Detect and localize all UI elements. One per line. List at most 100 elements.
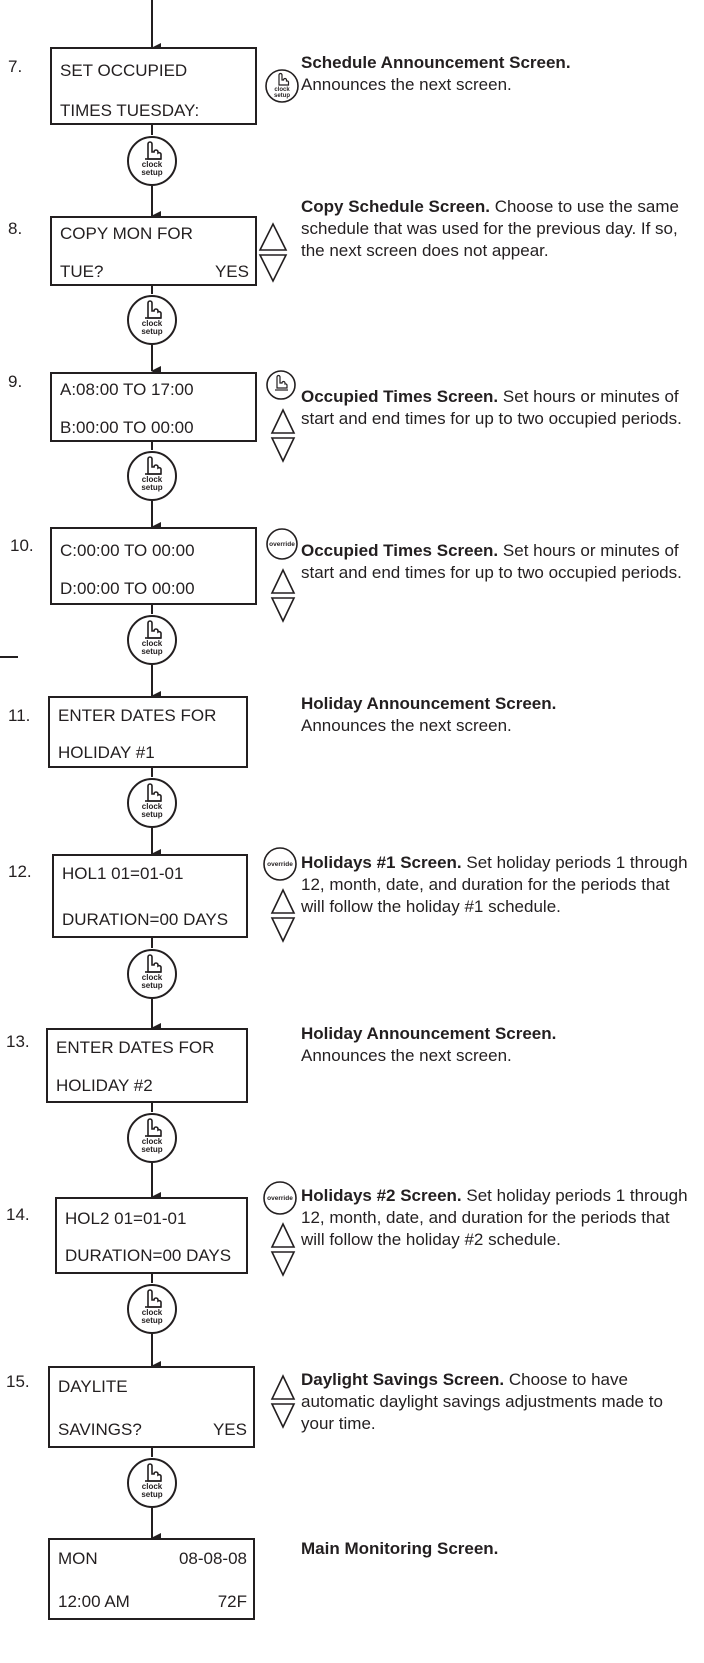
hand-icon (147, 1289, 162, 1308)
step-number: 15. (6, 1372, 30, 1391)
button-label-setup: setup (141, 1490, 162, 1499)
lcd-line-2: 12:00 AM (58, 1592, 130, 1611)
step-description: Schedule Announcement Screen. Announces … (301, 52, 691, 96)
lcd-line-2: HOLIDAY #2 (56, 1076, 153, 1095)
description-title: Holiday Announcement Screen. (301, 1024, 557, 1043)
lcd-display: DAYLITE SAVINGS? YES (48, 1366, 255, 1448)
description-title: Copy Schedule Screen. (301, 197, 490, 216)
clock-setup-button[interactable]: clock setup (126, 1283, 178, 1335)
button-label-clock: clock (142, 802, 163, 811)
description-title: Holidays #1 Screen. (301, 853, 462, 872)
button-label-setup: setup (141, 1145, 162, 1154)
description-text: Set hours or minutes of start and end ti… (301, 541, 682, 582)
button-label-setup: setup (141, 1316, 162, 1325)
step-number: 14. (6, 1205, 30, 1224)
button-label-clock: clock (142, 475, 163, 484)
clock-setup-button[interactable]: clock setup (126, 294, 178, 346)
up-arrow-icon (258, 222, 288, 251)
up-down-arrows-icon[interactable] (270, 888, 296, 944)
button-label-clock: clock (142, 319, 163, 328)
step-number: 10. (10, 536, 34, 555)
clock-setup-button[interactable]: clock setup (126, 1112, 178, 1164)
up-down-arrows-icon[interactable] (270, 1374, 296, 1430)
step-number: 12. (8, 862, 32, 881)
override-button[interactable]: override (265, 527, 299, 561)
hand-icon (147, 620, 162, 639)
hand-icon (278, 72, 290, 86)
step-description: Daylight Savings Screen. Choose to have … (301, 1369, 691, 1435)
hand-icon (147, 1463, 162, 1482)
up-down-arrows-icon[interactable] (258, 222, 288, 284)
lcd-line-1: C:00:00 TO 00:00 (60, 541, 195, 560)
button-label-setup: setup (141, 810, 162, 819)
clock-setup-button[interactable]: clock setup (126, 614, 178, 666)
hand-icon (147, 141, 162, 160)
lcd-line-2: HOLIDAY #1 (58, 743, 155, 762)
button-label-clock: clock (142, 1482, 163, 1491)
hand-icon (147, 300, 162, 319)
description-text: Set holiday periods 1 through 12, month,… (301, 853, 688, 916)
down-arrow-icon (270, 1251, 296, 1277)
clock-setup-button[interactable]: clock setup (126, 135, 178, 187)
lcd-line-1: HOL2 01=01-01 (65, 1209, 187, 1228)
description-title: Schedule Announcement Screen. (301, 53, 571, 72)
hand-icon (147, 954, 162, 973)
down-arrow-icon (270, 1403, 296, 1429)
override-button[interactable]: override (262, 1180, 298, 1216)
lcd-display: HOL1 01=01-01 DURATION=00 DAYS (52, 854, 248, 938)
lcd-line-1: DAYLITE (58, 1377, 128, 1396)
description-text: Announces the next screen. (301, 1046, 512, 1065)
button-label-clock: clock (274, 87, 290, 93)
button-label-clock: clock (142, 1308, 163, 1317)
lcd-display: COPY MON FOR TUE? YES (50, 216, 257, 286)
description-title: Occupied Times Screen. (301, 541, 499, 560)
step-description: Main Monitoring Screen. (301, 1538, 691, 1560)
hand-icon (147, 456, 162, 475)
up-down-arrows-icon[interactable] (270, 568, 296, 624)
down-arrow-icon (270, 917, 296, 943)
lcd-line-2: DURATION=00 DAYS (62, 910, 229, 929)
description-text: Announces the next screen. (301, 716, 512, 735)
lcd-line-1: ENTER DATES FOR (58, 706, 217, 725)
hand-button-small[interactable] (265, 369, 297, 401)
description-title: Main Monitoring Screen. (301, 1539, 499, 1558)
description-title: Daylight Savings Screen. (301, 1370, 505, 1389)
override-button[interactable]: override (262, 846, 298, 882)
up-down-arrows-icon[interactable] (270, 408, 296, 464)
lcd-display: ENTER DATES FOR HOLIDAY #1 (48, 696, 248, 768)
step-description: Occupied Times Screen. Set hours or minu… (301, 386, 691, 430)
button-label-setup: setup (274, 93, 290, 99)
lcd-line-1: HOL1 01=01-01 (62, 864, 184, 883)
clock-setup-button-small[interactable]: clock setup (264, 68, 300, 104)
description-title: Holidays #2 Screen. (301, 1186, 462, 1205)
up-arrow-icon (270, 1222, 296, 1248)
lcd-display: HOL2 01=01-01 DURATION=00 DAYS (55, 1197, 248, 1274)
description-text: Set hours or minutes of start and end ti… (301, 387, 682, 428)
lcd-line-2: B:00:00 TO 00:00 (60, 418, 194, 437)
hand-icon (276, 374, 288, 389)
hand-icon (147, 783, 162, 802)
lcd-line-2: TIMES TUESDAY: (60, 101, 200, 120)
up-arrow-icon (270, 568, 296, 594)
clock-setup-button[interactable]: clock setup (126, 948, 178, 1000)
button-label-override: override (267, 1195, 293, 1202)
hand-icon (147, 1118, 162, 1137)
button-label-setup: setup (141, 647, 162, 656)
description-text: Choose to use the same schedule that was… (301, 197, 679, 260)
button-label-setup: setup (141, 327, 162, 336)
description-text: Choose to have automatic daylight saving… (301, 1370, 663, 1433)
lcd-line-2: D:00:00 TO 00:00 (60, 579, 195, 598)
step-description: Holidays #2 Screen. Set holiday periods … (301, 1185, 691, 1251)
clock-setup-button[interactable]: clock setup (126, 777, 178, 829)
lcd-line-1: COPY MON FOR (60, 224, 193, 243)
lcd-line-1-right: 08-08-08 (178, 1549, 247, 1568)
lcd-display: MON 08-08-08 12:00 AM 72F (48, 1538, 255, 1620)
step-number: 9. (8, 372, 23, 391)
clock-setup-button[interactable]: clock setup (126, 1457, 178, 1509)
step-description: Copy Schedule Screen. Choose to use the … (301, 196, 691, 262)
up-arrow-icon (270, 888, 296, 914)
lcd-line-2-right: 72F (217, 1592, 247, 1611)
clock-setup-button[interactable]: clock setup (126, 450, 178, 502)
button-label-clock: clock (142, 1137, 163, 1146)
up-down-arrows-icon[interactable] (270, 1222, 296, 1278)
